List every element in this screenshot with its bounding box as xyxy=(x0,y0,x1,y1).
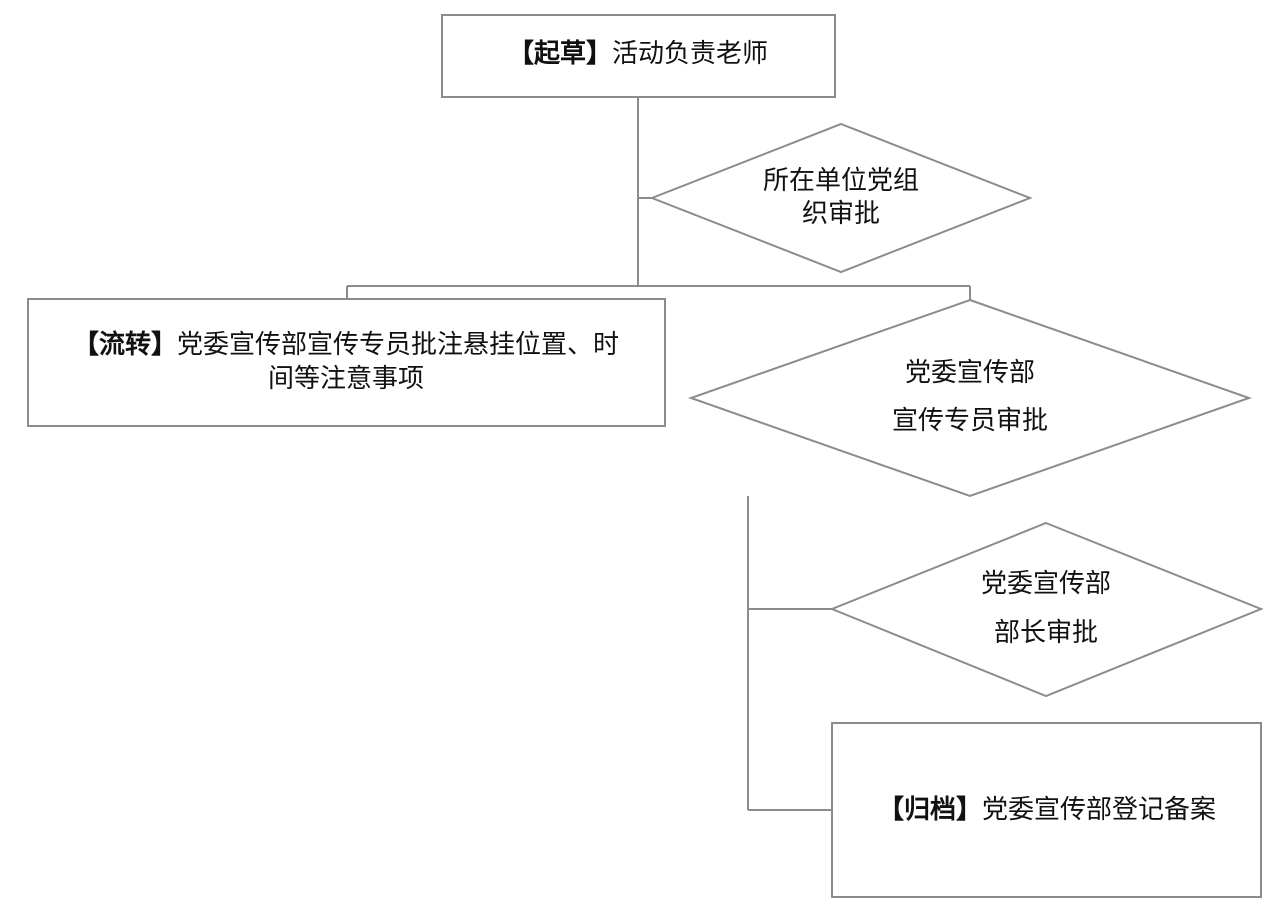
connectors xyxy=(346,97,971,811)
draft-label: 【起草】活动负责老师 xyxy=(508,39,768,69)
specialist-approval-diamond xyxy=(687,298,1253,498)
draft-tag: 【起草】 xyxy=(508,39,612,69)
unit-approval-line2: 织审批 xyxy=(802,199,880,229)
minister-approval-diamond xyxy=(829,521,1264,698)
specialist-approval-line1: 党委宣传部 xyxy=(905,358,1035,388)
circulate-line1: 【流转】党委宣传部宣传专员批注悬挂位置、时 xyxy=(73,330,619,360)
unit-approval-diamond xyxy=(649,122,1033,274)
circulate-text-line1: 党委宣传部宣传专员批注悬挂位置、时 xyxy=(177,330,619,360)
circulate-line2: 间等注意事项 xyxy=(268,364,424,394)
draft-box xyxy=(441,14,836,98)
circulate-box xyxy=(27,298,666,427)
archive-node: 【归档】党委宣传部登记备案 xyxy=(831,722,1262,898)
specialist-approval-node: 党委宣传部 宣传专员审批 xyxy=(687,298,1253,498)
circulate-node: 【流转】党委宣传部宣传专员批注悬挂位置、时 间等注意事项 xyxy=(27,298,666,427)
archive-tag: 【归档】 xyxy=(878,795,982,825)
minister-approval-node: 党委宣传部 部长审批 xyxy=(829,521,1264,698)
archive-box xyxy=(831,722,1262,898)
draft-node: 【起草】活动负责老师 xyxy=(441,14,836,98)
unit-approval-node: 所在单位党组 织审批 xyxy=(649,122,1033,274)
archive-label: 【归档】党委宣传部登记备案 xyxy=(878,795,1216,825)
unit-approval-line1: 所在单位党组 xyxy=(763,166,919,196)
archive-text: 党委宣传部登记备案 xyxy=(982,795,1216,825)
minister-approval-line2: 部长审批 xyxy=(994,618,1098,648)
specialist-approval-line2: 宣传专员审批 xyxy=(892,406,1048,436)
minister-approval-line1: 党委宣传部 xyxy=(981,569,1111,599)
circulate-tag: 【流转】 xyxy=(73,330,177,360)
draft-text: 活动负责老师 xyxy=(612,39,768,69)
